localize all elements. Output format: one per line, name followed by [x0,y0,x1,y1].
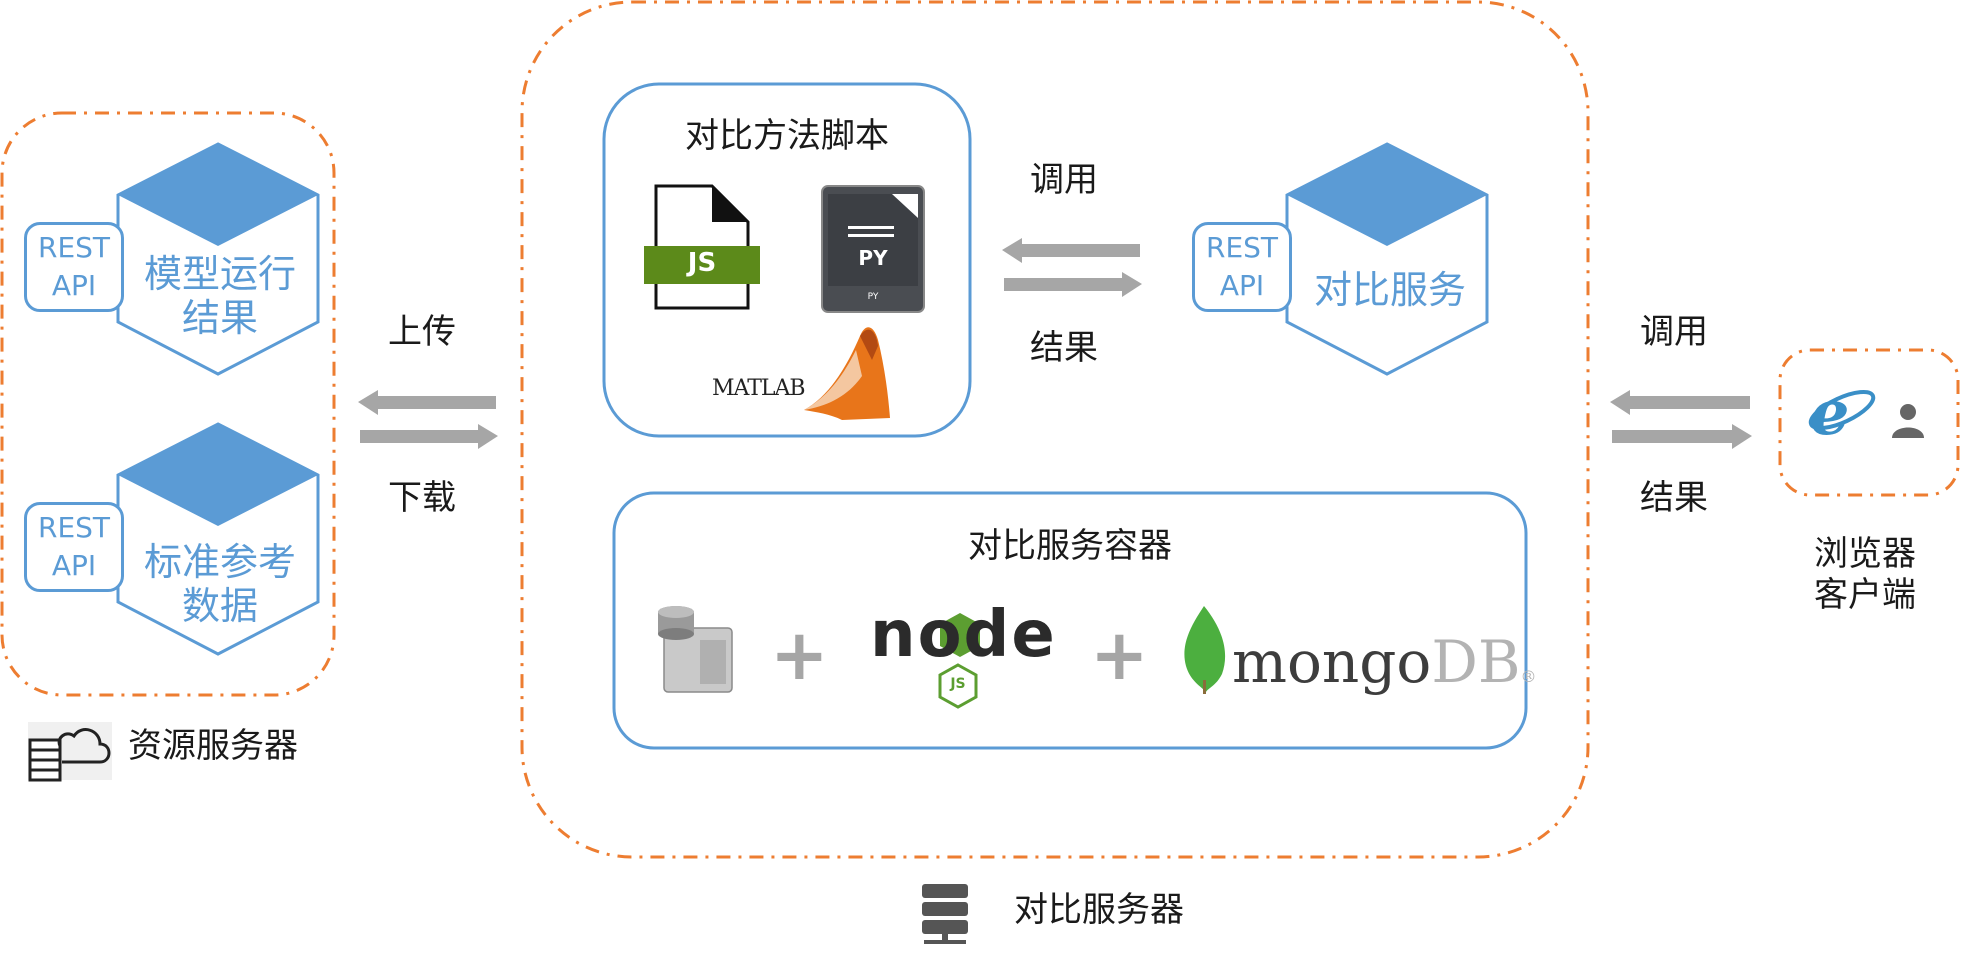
result-label: 结果 [1030,328,1098,368]
browser-client-label: 浏览器 客户端 [1800,534,1930,616]
call-label: 调用 [1030,160,1098,200]
upload-label: 上传 [388,312,456,352]
rest-label: REST [37,511,111,544]
browser-client-label-line1: 浏览器 [1814,534,1916,574]
plus-sign-1: + [770,614,829,696]
download-label: 下载 [388,478,456,518]
service-name-line2: 结果 [181,296,258,340]
py-icon-label: PY [858,246,888,270]
mongo-db-text: DB [1431,628,1521,696]
resource-server-group [0,111,336,697]
rest-label: REST [37,231,111,264]
ie-browser-icon [1808,389,1876,431]
nodejs-wordmark: node [870,598,1057,672]
service-name-compare: 对比服务 [1313,268,1466,312]
scripts-panel-title: 对比方法脚本 [685,116,889,156]
browser-client-label-line2: 客户端 [1814,574,1916,615]
browser-call-result-arrows [1610,390,1752,449]
mongo-registered: ® [1520,667,1537,686]
matlab-label: MATLAB [712,376,806,401]
ie-letter: e [1810,376,1850,449]
database-server-icon [658,606,733,693]
rest-api-badge-reference-data: REST API [24,502,124,592]
mongodb-leaf-icon [1184,606,1226,694]
service-name-line2: 数据 [181,584,258,628]
api-label: API [51,549,97,582]
nodejs-logo [938,613,980,709]
mongodb-wordmark: mongoDB® [1232,628,1536,696]
mongo-text: mongo [1232,628,1432,696]
service-name-model-results: 模型运行 结果 [140,252,300,340]
upload-download-arrows [358,390,498,449]
compare-server-label: 对比服务器 [1014,890,1184,930]
rest-api-badge-model-results: REST API [24,222,124,312]
plus-sign-2: + [1090,614,1149,696]
browser-call-label: 调用 [1640,312,1708,352]
py-icon-sublabel: PY [867,292,879,302]
resource-server-label: 资源服务器 [128,726,298,766]
api-label: API [1219,269,1265,302]
compare-server-group [520,0,1590,859]
server-rack-icon [922,884,968,944]
js-icon-label: JS [687,248,717,278]
service-name-line1: 标准参考 [143,540,296,584]
rest-label: REST [1205,231,1279,264]
api-label: API [51,269,97,302]
container-panel-title: 对比服务容器 [968,526,1172,566]
cloud-server-icon [28,722,112,782]
nodejs-js-badge: JS [950,676,966,692]
service-hexagon-model-results [116,142,320,376]
service-name-reference-data: 标准参考 数据 [140,540,300,628]
container-panel [612,491,1528,750]
service-name-line1: 模型运行 [143,252,296,296]
service-hexagon-compare [1285,142,1489,376]
browser-result-label: 结果 [1640,478,1708,518]
matlab-logo [804,327,890,420]
service-hexagon-reference-data [116,422,320,656]
rest-api-badge-compare: REST API [1192,222,1292,312]
py-file-icon [821,185,925,313]
call-result-arrows [1002,238,1142,297]
browser-client-group [1778,348,1960,497]
user-icon [1892,404,1924,438]
js-file-icon [644,184,760,310]
